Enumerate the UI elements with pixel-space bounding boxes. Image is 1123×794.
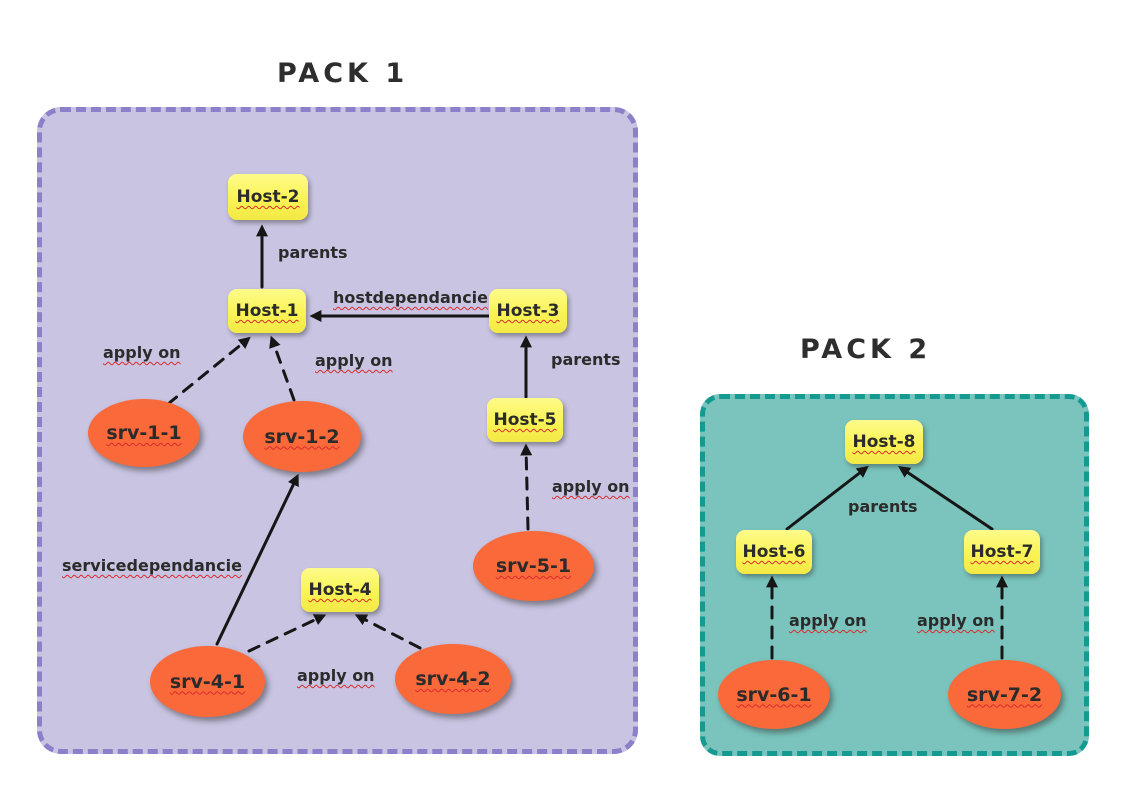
edge-label-parents-host5-host3: parents bbox=[551, 350, 621, 369]
node-host-1-label: Host-1 bbox=[235, 301, 299, 321]
node-host-6-label: Host-6 bbox=[742, 542, 806, 562]
node-srv-4-1: srv-4-1 bbox=[150, 646, 265, 717]
edge-label-servicedependancie: servicedependancie bbox=[62, 556, 242, 575]
node-srv-4-1-label: srv-4-1 bbox=[169, 670, 246, 693]
edge-label-apply-on-srv61: apply on bbox=[789, 611, 867, 630]
pack2-title: PACK 2 bbox=[800, 334, 932, 365]
node-srv-1-2: srv-1-2 bbox=[243, 401, 361, 472]
edge-label-parents-pack2: parents bbox=[848, 497, 918, 516]
node-srv-1-2-label: srv-1-2 bbox=[264, 425, 340, 448]
node-srv-7-2: srv-7-2 bbox=[948, 660, 1061, 729]
node-host-2: Host-2 bbox=[228, 174, 308, 220]
node-host-3-label: Host-3 bbox=[496, 301, 560, 321]
node-srv-1-1: srv-1-1 bbox=[88, 399, 200, 467]
node-host-7: Host-7 bbox=[964, 530, 1040, 574]
node-srv-5-1: srv-5-1 bbox=[473, 531, 594, 601]
node-host-3: Host-3 bbox=[489, 289, 567, 333]
pack1-title: PACK 1 bbox=[277, 58, 409, 89]
node-srv-5-1-label: srv-5-1 bbox=[495, 555, 572, 577]
node-host-7-label: Host-7 bbox=[970, 542, 1034, 562]
node-srv-4-2-label: srv-4-2 bbox=[415, 668, 491, 690]
node-srv-6-1-label: srv-6-1 bbox=[736, 683, 812, 706]
edge-label-apply-on-srv12: apply on bbox=[315, 351, 393, 370]
edge-label-apply-on-srv4x: apply on bbox=[297, 666, 375, 685]
edge-label-hostdependancie: hostdependancie bbox=[333, 288, 489, 307]
edge-label-apply-on-srv51: apply on bbox=[552, 477, 630, 496]
edge-label-apply-on-srv72: apply on bbox=[917, 611, 995, 630]
node-host-4-label: Host-4 bbox=[308, 580, 372, 600]
node-srv-6-1: srv-6-1 bbox=[718, 660, 830, 729]
node-host-1: Host-1 bbox=[228, 289, 306, 333]
edge-label-apply-on-srv11: apply on bbox=[103, 343, 181, 362]
node-host-5: Host-5 bbox=[487, 398, 563, 442]
node-srv-7-2-label: srv-7-2 bbox=[966, 683, 1043, 706]
node-srv-1-1-label: srv-1-1 bbox=[106, 422, 182, 444]
node-host-4: Host-4 bbox=[301, 568, 379, 612]
node-host-2-label: Host-2 bbox=[236, 187, 300, 207]
node-host-6: Host-6 bbox=[736, 530, 812, 574]
edge-label-parents-host1-host2: parents bbox=[278, 243, 348, 262]
node-host-8-label: Host-8 bbox=[852, 432, 916, 452]
node-host-5-label: Host-5 bbox=[493, 410, 557, 430]
node-host-8: Host-8 bbox=[845, 420, 923, 464]
node-srv-4-2: srv-4-2 bbox=[395, 644, 511, 714]
